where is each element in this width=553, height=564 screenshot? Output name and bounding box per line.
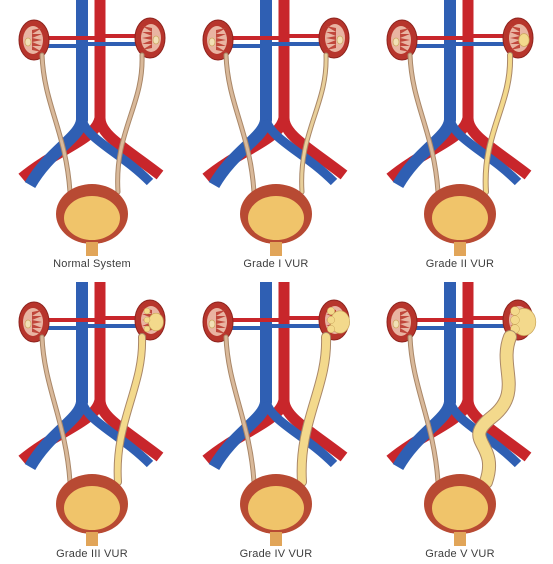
renal-pelvis	[25, 320, 31, 328]
renal-pelvis	[153, 36, 159, 44]
left-kidney	[387, 20, 417, 60]
right-kidney	[319, 18, 349, 58]
right-kidney	[135, 18, 165, 58]
panel-label: Grade I VUR	[184, 258, 368, 270]
renal-pelvis	[149, 313, 164, 331]
urethra	[86, 532, 98, 546]
calyx	[327, 316, 334, 323]
bladder-urine	[432, 196, 488, 240]
urethra	[270, 532, 282, 546]
bladder-urine	[248, 486, 304, 530]
left-kidney	[203, 20, 233, 60]
calyx	[144, 326, 150, 332]
panel-label: Grade II VUR	[368, 258, 552, 270]
left-kidney	[19, 302, 49, 342]
calyx	[511, 316, 520, 325]
panel-grade-2: Grade II VUR	[368, 0, 552, 282]
urinary-system-illustration-grade-2	[368, 0, 552, 256]
right-ureter	[479, 337, 510, 482]
urethra	[454, 532, 466, 546]
urethra	[270, 242, 282, 256]
renal-pelvis	[519, 34, 529, 47]
renal-pelvis	[25, 38, 31, 46]
bladder-urine	[64, 486, 120, 530]
panel-grade-5: Grade V VUR	[368, 282, 552, 564]
panel-label: Grade III VUR	[0, 548, 184, 560]
panel-grade-1: Grade I VUR	[184, 0, 368, 282]
panel-label: Normal System	[0, 258, 184, 270]
calyx	[144, 308, 150, 314]
bladder-urine	[64, 196, 120, 240]
renal-pelvis	[209, 38, 215, 46]
left-kidney	[19, 20, 49, 60]
right-kidney	[503, 18, 533, 58]
bladder-urine	[432, 486, 488, 530]
calyx	[144, 317, 150, 323]
calyx	[511, 307, 520, 316]
calyx	[327, 325, 334, 332]
panel-grade-3: Grade III VUR	[0, 282, 184, 564]
urinary-system-illustration-grade-4	[184, 282, 368, 546]
urinary-system-illustration-grade-5	[368, 282, 552, 546]
renal-pelvis	[337, 36, 343, 44]
renal-pelvis	[393, 320, 399, 328]
urinary-system-illustration-grade-3	[0, 282, 184, 546]
left-kidney	[387, 302, 417, 342]
panel-label: Grade V VUR	[368, 548, 552, 560]
urethra	[86, 242, 98, 256]
renal-pelvis	[209, 320, 215, 328]
panel-grade-4: Grade IV VUR	[184, 282, 368, 564]
bladder-urine	[248, 196, 304, 240]
urinary-system-illustration-normal	[0, 0, 184, 256]
panel-normal-system: Normal System	[0, 0, 184, 282]
urethra	[454, 242, 466, 256]
renal-pelvis	[393, 38, 399, 46]
left-kidney	[203, 302, 233, 342]
urinary-system-illustration-grade-1	[184, 0, 368, 256]
calyx	[327, 307, 334, 314]
panel-label: Grade IV VUR	[184, 548, 368, 560]
right-ureter	[302, 337, 326, 482]
